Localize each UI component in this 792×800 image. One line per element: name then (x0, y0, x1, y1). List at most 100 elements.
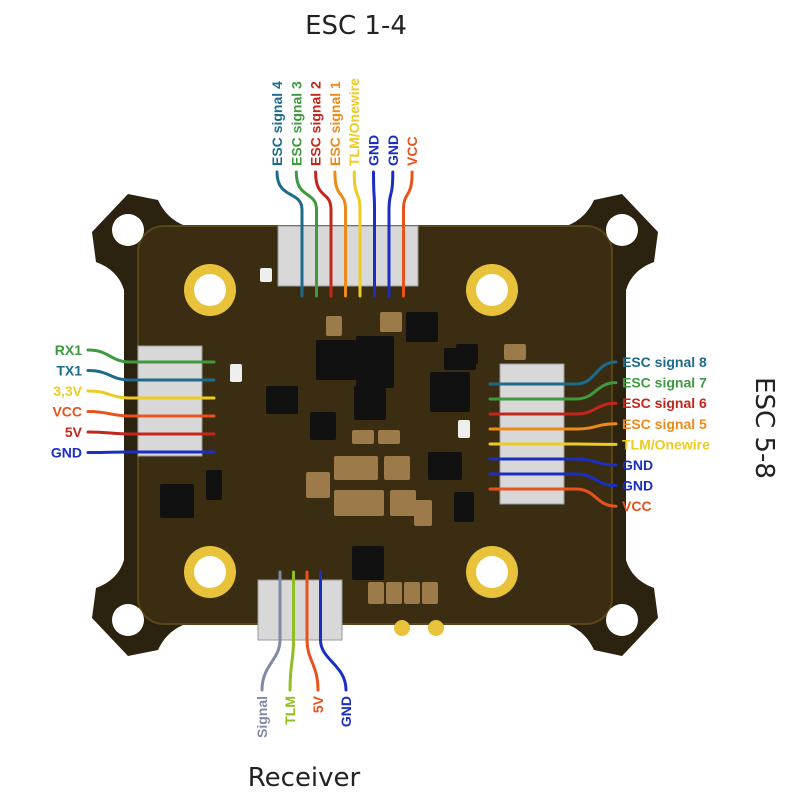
wire-left-2 (86, 369, 216, 382)
label-top-pin-2: ESC signal 3 (288, 81, 304, 166)
wire-top-5 (352, 170, 362, 298)
label-bottom-pin-1: Signal (254, 696, 270, 738)
label-left-pin-5: 5V (65, 424, 83, 440)
label-right-pin-4: ESC signal 5 (622, 416, 707, 432)
mount-hole-top-right (606, 214, 638, 246)
label-top-pin-3: ESC signal 2 (308, 81, 324, 166)
component-29 (352, 546, 384, 580)
component-19 (352, 430, 374, 444)
component-20 (378, 430, 400, 444)
mount-hole-bottom-left (112, 604, 144, 636)
wire-top-3 (314, 170, 333, 298)
wire-top-7 (387, 170, 395, 298)
component-26 (386, 582, 402, 604)
wire-left-4 (86, 410, 216, 418)
stack-hole-top-right (466, 264, 518, 316)
label-left-pin-2: TX1 (56, 363, 82, 379)
label-top-pin-6: GND (366, 135, 382, 166)
component-3 (406, 312, 438, 342)
component-17 (306, 472, 330, 498)
label-right-pin-2: ESC signal 7 (622, 375, 707, 391)
component-11 (428, 452, 462, 480)
label-top-pin-5: TLM/Onewire (346, 78, 362, 166)
component-30 (230, 364, 242, 382)
mount-hole-bottom-right (606, 604, 638, 636)
wire-bottom-2 (288, 570, 295, 692)
component-27 (404, 582, 420, 604)
component-31 (260, 268, 272, 282)
label-left-pin-6: GND (51, 445, 82, 461)
component-24 (456, 344, 478, 364)
wire-top-8 (402, 170, 414, 298)
component-12 (454, 492, 474, 522)
component-22 (326, 316, 342, 336)
component-9 (160, 484, 194, 518)
component-10 (206, 470, 222, 500)
label-right-pin-5: TLM/Onewire (622, 436, 710, 452)
component-5 (430, 372, 470, 412)
label-top-pin-7: GND (385, 135, 401, 166)
label-right-pin-7: GND (622, 478, 653, 494)
component-18 (414, 500, 432, 526)
title-esc-5-8: ESC 5-8 (749, 377, 779, 479)
component-16 (390, 490, 416, 516)
wire-bottom-4 (319, 570, 348, 692)
component-2 (356, 336, 394, 388)
label-left-pin-1: RX1 (55, 342, 82, 358)
component-28 (422, 582, 438, 604)
flight-controller-board (92, 194, 658, 656)
title-esc-1-4: ESC 1-4 (305, 11, 407, 41)
component-21 (380, 312, 402, 332)
wire-left-6 (86, 450, 216, 454)
label-right-pin-8: VCC (622, 498, 652, 514)
mount-hole-top-left (112, 214, 144, 246)
connector-top (277, 225, 419, 287)
wire-top-6 (372, 170, 376, 298)
pad-bottom-1 (394, 620, 410, 636)
component-15 (334, 490, 384, 516)
wire-right-6 (488, 457, 618, 467)
label-top-pin-1: ESC signal 4 (269, 81, 285, 166)
wire-bottom-1 (260, 570, 282, 692)
wire-right-2 (488, 381, 618, 401)
component-14 (384, 456, 410, 480)
label-bottom-pin-2: TLM (282, 696, 298, 725)
wire-right-3 (488, 401, 618, 416)
label-left-pin-4: VCC (52, 404, 82, 420)
component-23 (504, 344, 526, 360)
stack-hole-top-left (184, 264, 236, 316)
wire-left-5 (86, 430, 216, 436)
stack-hole-bottom-right (466, 546, 518, 598)
label-top-pin-8: VCC (404, 136, 420, 166)
connector-left (137, 345, 203, 457)
component-32 (458, 420, 470, 438)
component-8 (354, 386, 386, 420)
wire-top-1 (275, 170, 304, 298)
component-25 (368, 582, 384, 604)
wire-right-7 (488, 472, 618, 488)
label-right-pin-6: GND (622, 457, 653, 473)
label-bottom-pin-3: 5V (310, 695, 326, 713)
title-receiver: Receiver (248, 763, 361, 793)
label-top-pin-4: ESC signal 1 (327, 81, 343, 166)
wire-right-4 (488, 422, 618, 431)
label-left-pin-3: 3,3V (53, 383, 82, 399)
component-7 (310, 412, 336, 440)
wire-left-1 (86, 348, 216, 364)
label-bottom-pin-4: GND (338, 696, 354, 727)
label-right-pin-1: ESC signal 8 (622, 354, 707, 370)
pad-bottom-2 (428, 620, 444, 636)
component-1 (316, 340, 356, 380)
component-6 (266, 386, 298, 414)
stack-hole-bottom-left (184, 546, 236, 598)
wire-left-3 (86, 389, 216, 400)
wire-top-2 (294, 170, 318, 298)
wire-top-4 (333, 170, 347, 298)
wires (86, 170, 618, 692)
wire-right-1 (488, 360, 618, 386)
wire-right-8 (488, 487, 618, 508)
connector-bottom (257, 579, 343, 641)
label-right-pin-3: ESC signal 6 (622, 395, 707, 411)
